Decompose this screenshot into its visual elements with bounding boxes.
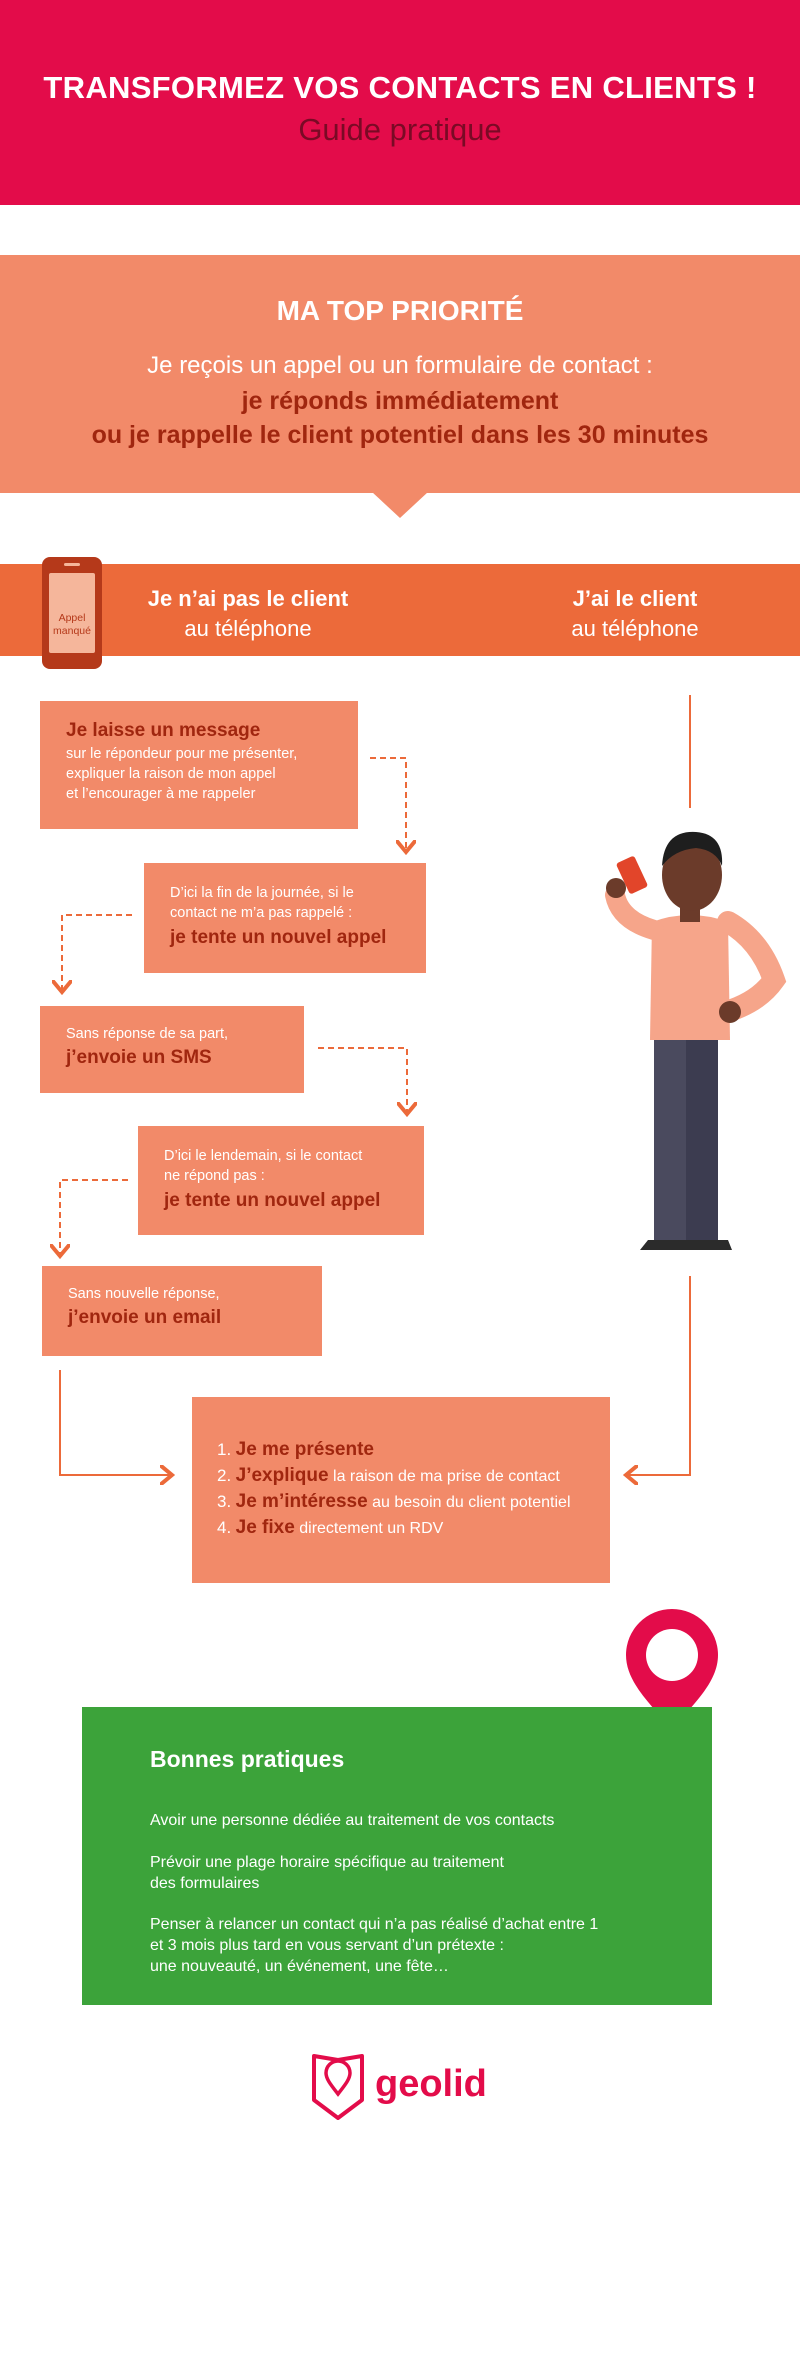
step1-line3: et l’encourager à me rappeler — [66, 786, 256, 802]
person-on-phone-illustration — [605, 831, 787, 1250]
script-item: 1. Je me présente — [217, 1439, 374, 1461]
script-item-detail: la raison de ma prise de contact — [333, 1468, 560, 1485]
has-client-heading: J’ai le client — [572, 586, 698, 611]
script-item-number: 3. — [217, 1492, 232, 1511]
script-item-title: Je m’intéresse — [235, 1491, 368, 1512]
priority-title: MA TOP PRIORITÉ — [276, 295, 524, 326]
missed-call-label-2: manqué — [53, 625, 91, 637]
no-client-subheading: au téléphone — [184, 616, 312, 641]
step5-action: j’envoie un email — [68, 1307, 222, 1328]
priority-intro: Je reçois un appel ou un formulaire de c… — [147, 352, 653, 379]
good-practices-box — [82, 1707, 712, 2005]
geolid-logo-text[interactable]: geolid — [375, 2063, 487, 2105]
script-item-detail: au besoin du client potentiel — [372, 1494, 571, 1511]
status-bar — [0, 564, 800, 656]
has-client-subheading: au téléphone — [571, 616, 699, 641]
script-item: 3. Je m’intéresse au besoin du client po… — [217, 1491, 571, 1513]
header-banner — [0, 0, 800, 205]
step4-line1: D’ici le lendemain, si le contact — [164, 1148, 363, 1164]
step-retry-call: D’ici la fin de la journée, si le contac… — [144, 863, 426, 973]
step4-line2: ne répond pas : — [164, 1168, 265, 1184]
call-script-box: 1. Je me présente 2. J’explique la raiso… — [192, 1397, 610, 1583]
step3-line1: Sans réponse de sa part, — [66, 1026, 229, 1042]
script-item-number: 4. — [217, 1518, 232, 1537]
script-item-title: Je me présente — [235, 1439, 374, 1460]
location-pin-icon — [626, 1609, 718, 1730]
no-client-heading: Je n’ai pas le client — [147, 586, 349, 611]
step4-action: je tente un nouvel appel — [164, 1190, 381, 1211]
step1-line1: sur le répondeur pour me présenter, — [66, 746, 298, 762]
phone-screen — [49, 573, 95, 653]
practice-2-line1: Prévoir une plage horaire spécifique au … — [150, 1854, 504, 1871]
geolid-logo-icon — [312, 2054, 364, 2120]
connector-5-result — [59, 1370, 170, 1475]
missed-call-label: Appel manqué — [49, 612, 95, 638]
practice-3-line2: et 3 mois plus tard en vous servant d’un… — [150, 1937, 504, 1954]
practice-2-line2: des formulaires — [150, 1875, 260, 1892]
step-retry-call-next-day: D’ici le lendemain, si le contact ne rép… — [138, 1126, 424, 1235]
priority-emphasis-1: je réponds immédiatement — [241, 387, 559, 415]
practice-1: Avoir une personne dédiée au traitement … — [150, 1812, 555, 1829]
connector-1-2 — [370, 757, 406, 850]
step2-action: je tente un nouvel appel — [170, 927, 387, 948]
script-item: 4. Je fixe directement un RDV — [217, 1517, 443, 1539]
step5-line1: Sans nouvelle réponse, — [68, 1286, 220, 1302]
page-title: TRANSFORMEZ VOS CONTACTS EN CLIENTS ! — [43, 70, 757, 105]
phone-speaker — [64, 563, 80, 566]
script-item-number: 2. — [217, 1466, 232, 1485]
priority-emphasis-2: ou je rappelle le client potentiel dans … — [91, 421, 709, 449]
priority-pointer — [372, 492, 428, 518]
missed-call-label-1: Appel — [58, 612, 86, 624]
step2-line1: D’ici la fin de la journée, si le — [170, 885, 354, 901]
script-item-detail: directement un RDV — [299, 1520, 444, 1537]
step1-line2: expliquer la raison de mon appel — [66, 766, 276, 782]
script-item-title: Je fixe — [235, 1517, 295, 1538]
script-item-title: J’explique — [235, 1465, 329, 1486]
step-leave-message: Je laisse un message sur le répondeur po… — [40, 701, 358, 829]
practice-3-line1: Penser à relancer un contact qui n’a pas… — [150, 1916, 599, 1933]
step-send-sms: Sans réponse de sa part, j’envoie un SMS — [40, 1006, 304, 1093]
connector-3-4 — [318, 1047, 407, 1112]
script-item: 2. J’explique la raison de ma prise de c… — [217, 1465, 560, 1487]
script-item-number: 1. — [217, 1440, 232, 1459]
connector-2-3 — [62, 914, 132, 990]
step2-line2: contact ne m’a pas rappelé : — [170, 905, 353, 921]
step-send-email: Sans nouvelle réponse, j’envoie un email — [42, 1266, 322, 1356]
step3-action: j’envoie un SMS — [66, 1047, 212, 1068]
priority-banner — [0, 255, 800, 493]
practice-3-line3: une nouveauté, un événement, une fête… — [150, 1958, 449, 1975]
good-practices-title: Bonnes pratiques — [150, 1746, 345, 1772]
connector-4-5 — [60, 1179, 128, 1254]
page-subtitle: Guide pratique — [298, 112, 502, 147]
step1-title: Je laisse un message — [66, 720, 261, 741]
connector-right-result — [628, 1276, 691, 1475]
